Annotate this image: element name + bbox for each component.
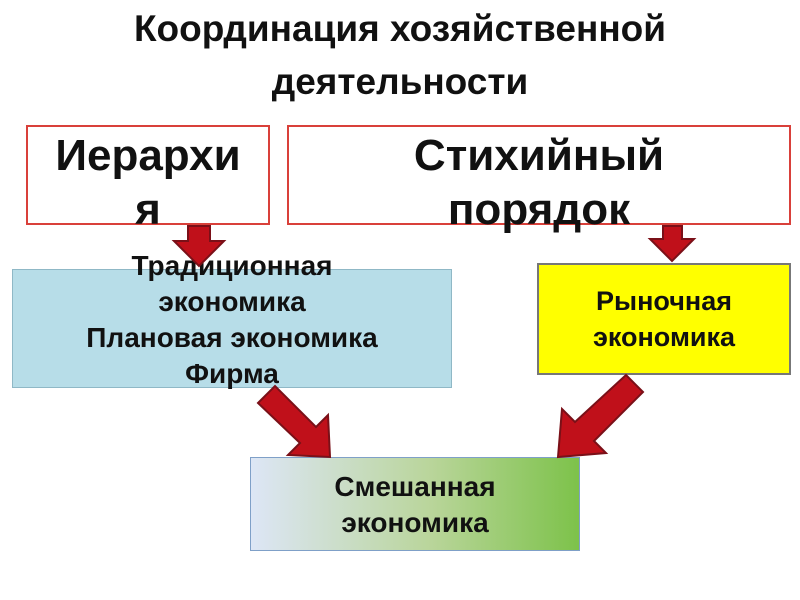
traditional-line-3: Плановая экономика	[86, 322, 378, 353]
market-line-2: экономика	[592, 322, 736, 352]
arrow-down-right-icon	[647, 225, 697, 263]
slide-title: Координация хозяйственной деятельности	[0, 2, 800, 108]
market-line-1: Рыночная	[596, 286, 732, 316]
arrow-diagonal-left-icon	[256, 384, 332, 459]
traditional-line-1: Традиционная	[131, 250, 333, 281]
mixed-economy-box: Смешанная экономика	[250, 457, 580, 551]
title-line-1: Координация хозяйственной	[133, 8, 667, 49]
traditional-economy-box: Традиционная экономика Плановая экономик…	[12, 250, 452, 389]
traditional-line-2: экономика	[158, 286, 306, 317]
market-economy-box: Рыночная экономика	[537, 263, 791, 375]
mixed-line-2: экономика	[341, 507, 489, 538]
arrow-diagonal-right-icon	[556, 373, 645, 459]
spontaneous-line-1: Стихийный	[413, 131, 665, 180]
arrow-down-left-icon	[171, 225, 227, 268]
hierarchy-line-2: я	[135, 185, 161, 234]
title-line-2: деятельности	[271, 61, 529, 102]
spontaneous-order-box: Стихийный порядок	[287, 125, 791, 234]
spontaneous-line-2: порядок	[447, 185, 631, 234]
hierarchy-box: Иерархи я	[26, 125, 270, 234]
mixed-line-1: Смешанная	[334, 471, 496, 502]
hierarchy-line-1: Иерархи	[55, 131, 241, 180]
traditional-line-4: Фирма	[185, 358, 279, 389]
